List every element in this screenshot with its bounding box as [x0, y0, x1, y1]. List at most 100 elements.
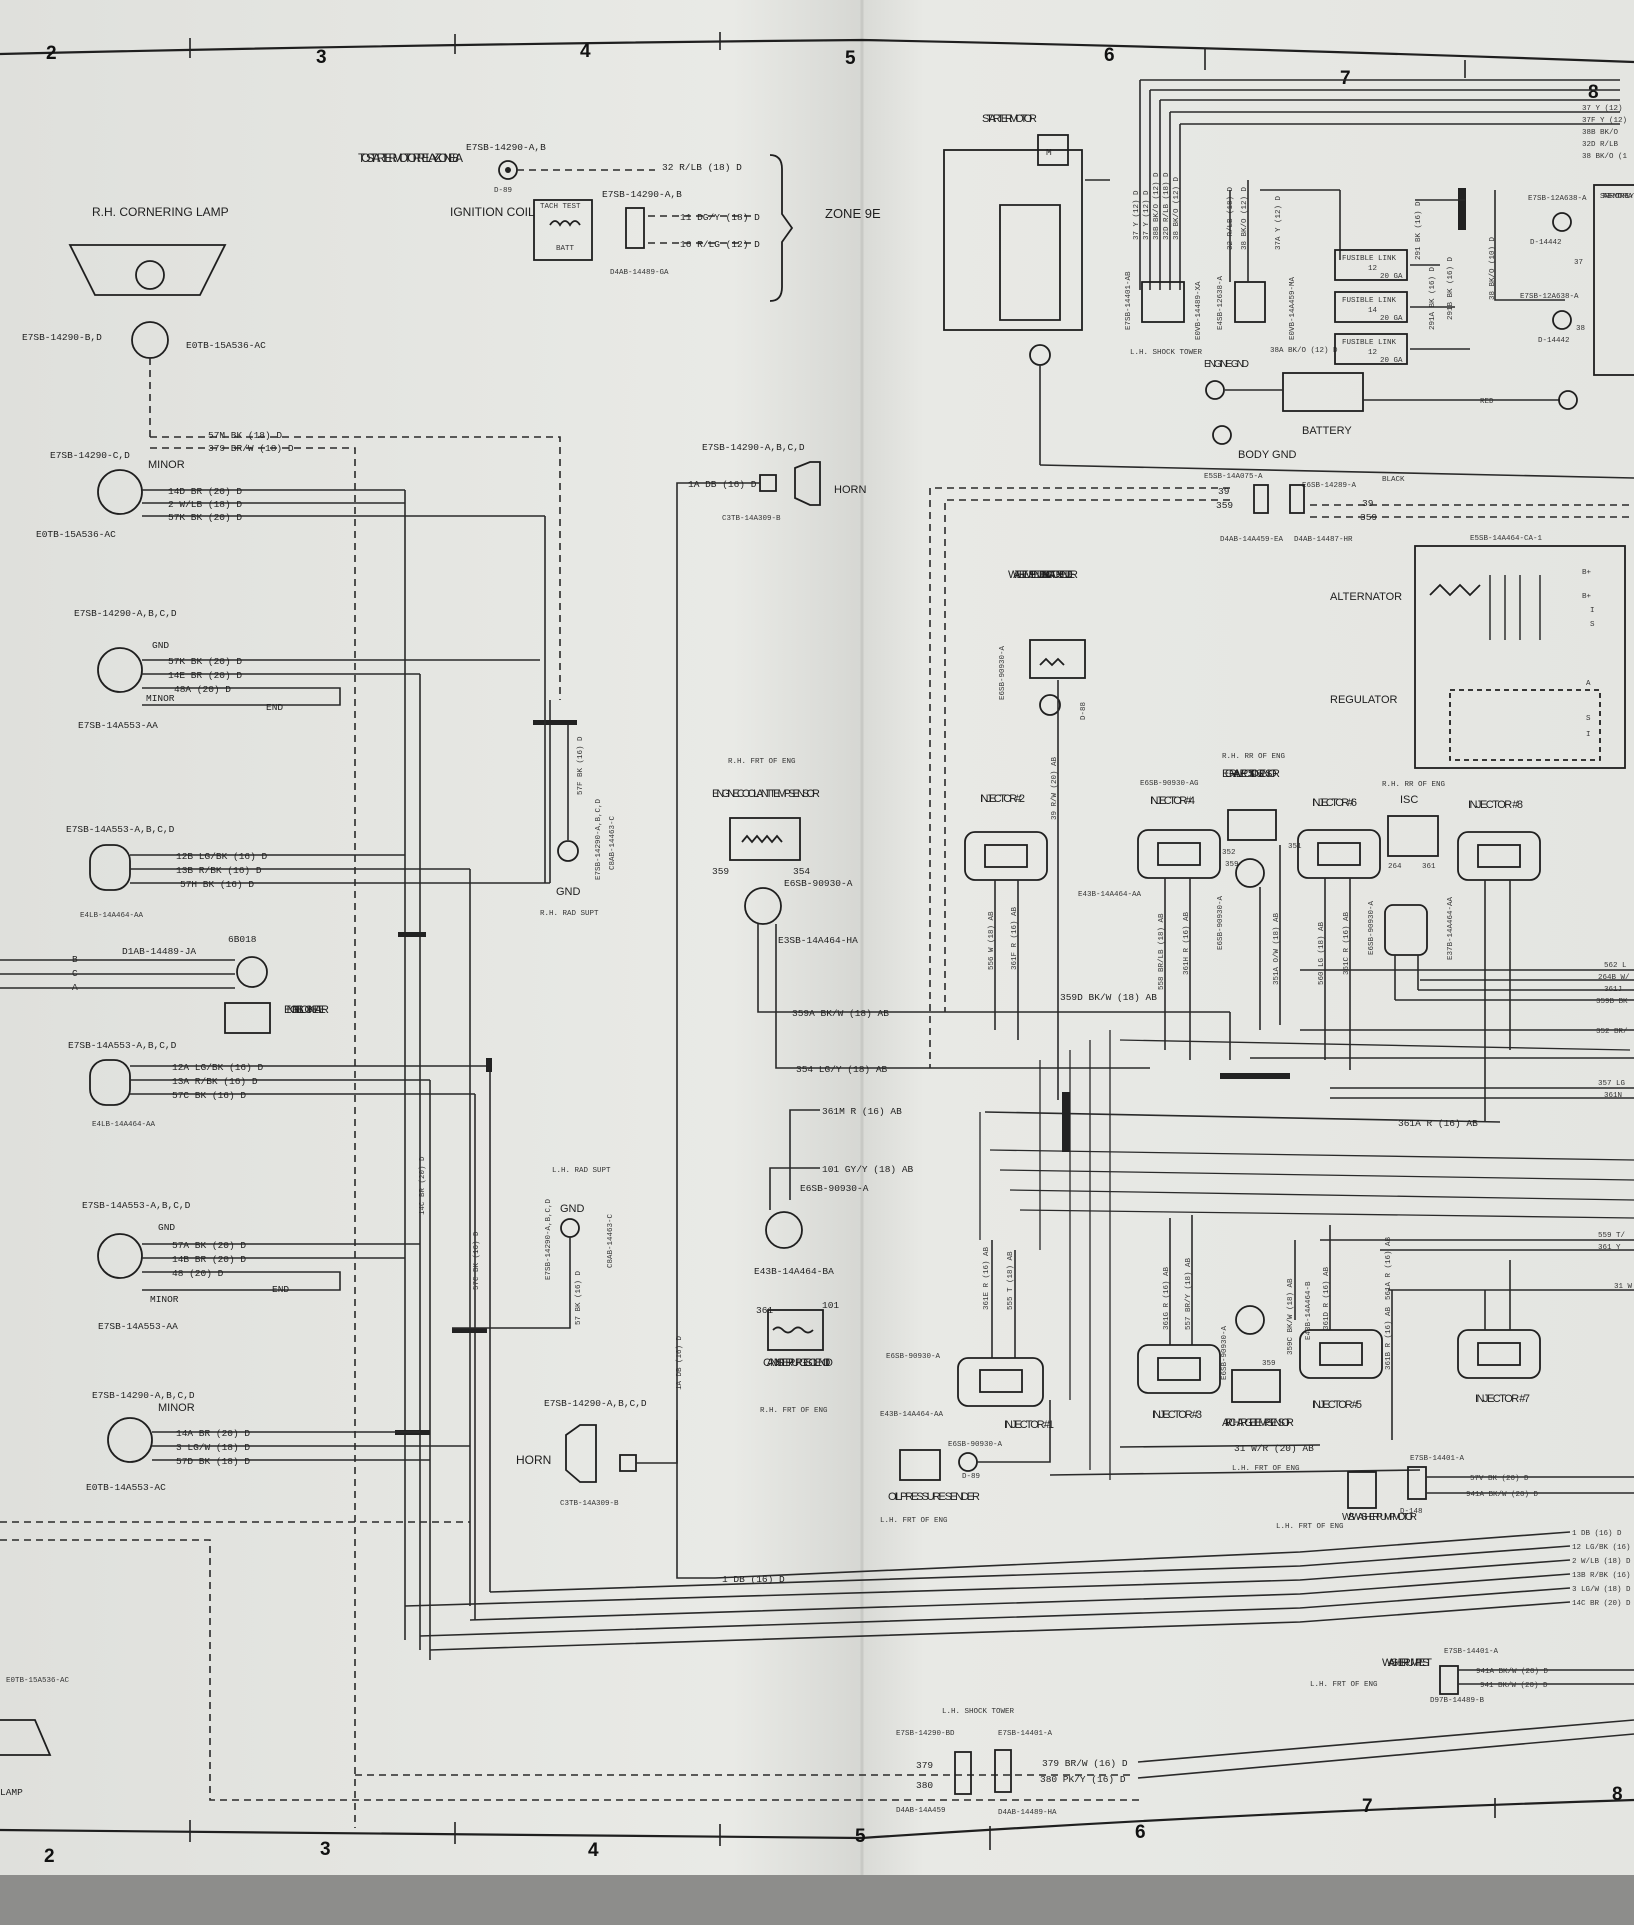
starter-motor-m: M — [1046, 147, 1052, 158]
coolant-wire-2: 354 LG/Y (18) AB — [796, 1064, 888, 1075]
frame-top — [0, 38, 1634, 64]
bus-label-2: 12 LG/BK (16) D — [1572, 1544, 1634, 1552]
injector4-wire-1: 558 BR/LB (18) AB — [1158, 913, 1166, 990]
water-temp-part: E6SB-90930-A — [999, 645, 1007, 700]
starter-relay-connection: TO STARTER MOTOR RELAY ZONE8A E7SB-14290… — [358, 142, 742, 195]
right-relay-38: 38 — [1576, 325, 1585, 333]
engine-block-heater: 6B018 D1AB-14489-JA B C A ENGINE BLOCK H… — [0, 934, 329, 1034]
harness-wire-1: 37 Y (12) D — [1133, 190, 1141, 240]
right-wire-3: 38B BK/O — [1582, 129, 1619, 137]
lamp5-part: E7SB-14A553-A,B,C,D — [82, 1200, 191, 1211]
zone-top-4: 4 — [580, 41, 591, 62]
harness-p3w-1: 32 R/LB (18) D — [1227, 186, 1235, 250]
bottom-wire-2: 380 PK/Y (16) D — [1040, 1774, 1126, 1785]
zone-top-3: 3 — [316, 47, 327, 68]
starter-relay-wire: 32 R/LB (18) D — [662, 162, 742, 173]
isc-pin-361: 361 — [1422, 863, 1436, 871]
horn-bottom-label: HORN — [516, 1453, 551, 1467]
lamp3-wire-2: 13B R/BK (16) D — [176, 865, 262, 876]
zone-bottom-8: 8 — [1612, 1784, 1623, 1805]
alternator: E5SB-14A464-CA-1 ALTERNATOR REGULATOR B+… — [1330, 535, 1626, 769]
red-label: RED — [1480, 398, 1494, 406]
rh-gnd-conn: C8AB-14463-C — [609, 815, 617, 870]
injector-1: 361E R (16) AB 555 T (18) AB E6SB-90930-… — [880, 1240, 1054, 1431]
lamp-connector-2: E7SB-14290-A,B,C,D GND 57K BK (20) D 14E… — [74, 608, 540, 731]
isc-note: R.H. RR OF ENG — [1382, 781, 1446, 789]
horn-bottom-bottom: C3TB-14A309-B — [560, 1500, 619, 1508]
starter-relay-title: TO STARTER MOTOR RELAY ZONE8A — [358, 151, 463, 165]
washer-motor-conn: D-148 — [1400, 1508, 1423, 1516]
lamp6-wire-2: 3 LG/W (18) D — [176, 1442, 250, 1453]
coolant-note: R.H. FRT OF ENG — [728, 758, 796, 766]
right-label-1: 562 L — [1604, 962, 1627, 970]
horn-top-wire: 1A DB (16) D — [688, 479, 757, 490]
lamp3-bottom: E4LB-14A464-AA — [80, 912, 144, 920]
shock-tower-label: L.H. SHOCK TOWER — [1130, 349, 1203, 357]
rh-ground: GND R.H. RAD SUPT 57F BK (16) D E7SB-142… — [533, 700, 617, 918]
bottom-bus-labels: 1 DB (16) D 12 LG/BK (16) D 2 W/LB (18) … — [1572, 1530, 1634, 1608]
reg-pin-a: A — [1586, 680, 1591, 688]
harness-wire-5: 38 BK/O (12) D — [1173, 176, 1181, 240]
canister-wire-1: 361M R (16) AB — [822, 1106, 902, 1117]
table-surface — [0, 1875, 1634, 1925]
oil-conn: D-89 — [962, 1473, 980, 1481]
egr-title: EGR VALVE POSITION SENSOR — [1222, 768, 1280, 780]
right-wire-4: 32D R/LB — [1582, 141, 1619, 149]
lamp1-minor: MINOR — [148, 459, 185, 471]
injector2-wire-2: 361F R (16) AB — [1011, 906, 1019, 970]
horn-bottom-wire: 1 DB (16) D — [722, 1574, 785, 1585]
washer-motor-wire-1: 57V BK (20) D — [1470, 1475, 1529, 1483]
rh-gnd-label: GND — [556, 886, 581, 898]
fusible-3-num: 12 — [1368, 349, 1377, 357]
coolant-pin-1: 359 — [712, 866, 729, 877]
bus-label-6: 14C BR (20) D — [1572, 1600, 1631, 1608]
canister-purge-solenoid: 361M R (16) AB 101 GY/Y (18) AB E6SB-909… — [754, 1106, 914, 1415]
mid-conn-2: D4AB-14487-HR — [1294, 536, 1353, 544]
right-label-9: 361 Y — [1598, 1244, 1621, 1252]
ignition-part: E7SB-14290-A,B — [602, 189, 682, 200]
harness-part-4: E0VB-14A459-MA — [1289, 276, 1297, 340]
injector6-part: E6SB-90930-A — [1368, 900, 1376, 955]
mid-pin-359-b: 359 — [1360, 512, 1377, 523]
injector4-wire-2: 361H R (16) AB — [1183, 911, 1191, 975]
mid-bus-wire-2: 361A R (16) AB — [1398, 1118, 1478, 1129]
vertical-wire-3: 1A DB (16) D — [676, 1335, 684, 1390]
injector5-wire-1: 361D R (16) AB — [1323, 1266, 1331, 1330]
right-label-7: 361N — [1604, 1092, 1622, 1100]
washer-test-note: L.H. FRT OF ENG — [1310, 1681, 1378, 1689]
air-charge-wire-2: 31 W/R (20) AB — [1234, 1443, 1314, 1454]
air-charge-title: AIR CHARGE TEMP SENSOR — [1222, 1417, 1294, 1429]
zone-bottom-2: 2 — [44, 1846, 55, 1867]
starter-motor-title: STARTER MOTOR — [982, 113, 1037, 125]
isc-pin-264: 264 — [1388, 863, 1402, 871]
egr-pin-351: 351 — [1288, 843, 1302, 851]
right-label-4: 359B BK — [1596, 998, 1628, 1006]
starter-harness: 37 Y (12) D 37 Y (12) D 38B BK/O (12) D … — [1125, 79, 1620, 484]
canister-note: R.H. FRT OF ENG — [760, 1407, 828, 1415]
bottom-conn-note: L.H. SHOCK TOWER — [942, 1708, 1015, 1716]
starter-relay-part: E7SB-14290-A,B — [466, 142, 546, 153]
frame-bottom — [0, 1798, 1634, 1840]
mid-pin-359-a: 359 — [1216, 500, 1233, 511]
canister-title: CANNISTER PURGE SOLENOID — [763, 1357, 833, 1369]
cornering-part-right: E0TB-15A536-AC — [186, 340, 266, 351]
injector4-conn: E43B-14A464-AA — [1078, 891, 1142, 899]
injector8-title: INJECTOR #8 — [1468, 799, 1523, 811]
fusible-3-ga: 20 GA — [1380, 357, 1403, 365]
horn-top-bottom: C3TB-14A309-B — [722, 515, 781, 523]
lh-gnd-note: L.H. RAD SUPT — [552, 1167, 611, 1175]
washer-motor-part: E7SB-14401-A — [1410, 1455, 1465, 1463]
lamp5-gnd: GND — [158, 1222, 175, 1233]
washer-test-wire-1: 941A BK/W (20) D — [1476, 1668, 1549, 1676]
coolant-wire-1: 359A BK/W (18) AB — [792, 1008, 889, 1019]
fusible-1-ga: 20 GA — [1380, 273, 1403, 281]
lamp5-wire-2: 14B BR (20) D — [172, 1254, 246, 1265]
cornering-wire-2: 379 BR/W (18) D — [208, 443, 294, 454]
injector-3: 361G R (16) AB 557 BR/Y (18) AB INJECTOR… — [1137, 1215, 1221, 1421]
washer-motor-title: W/S WASHER PUMP MOTOR — [1342, 1512, 1417, 1523]
left-vertical-bus: 14C BR (20) D 57C BK (16) D 1A DB (16) D — [395, 490, 684, 1660]
lamp-connector-1: E7SB-14290-C,D MINOR E0TB-15A536-AC 14D … — [36, 450, 545, 540]
harness-part-1: E7SB-14401-AB — [1125, 271, 1133, 330]
isc: R.H. RR OF ENG ISC 264 361 E37B-14A464-A… — [1382, 781, 1634, 1001]
lamp4-wire-2: 13A R/BK (16) D — [172, 1076, 258, 1087]
